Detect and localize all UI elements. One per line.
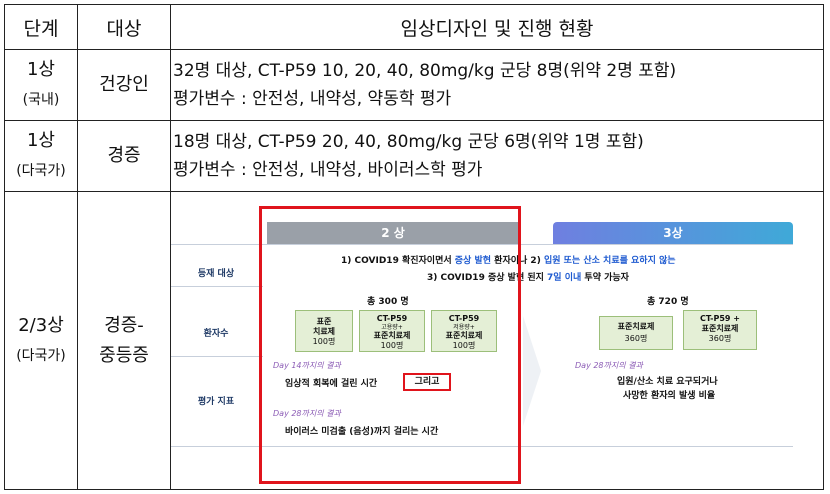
- target-label: 경증-: [104, 314, 144, 336]
- eligibility-line: 1) COVID19 확진자이면서 증상 발현 환자이나 2) 입원 또는 산소…: [341, 255, 676, 266]
- design-line: 평가변수 : 안전성, 내약성, 약동학 평가: [173, 89, 452, 109]
- and-highlight: 그리고: [403, 372, 451, 391]
- region-label: (다국가): [16, 163, 66, 179]
- day28-endpoint: 바이러스 미검출 (음성)까지 걸리는 시간: [285, 426, 439, 437]
- design-cell: 32명 대상, CT-P59 10, 20, 40, 80mg/kg 군당 8명…: [170, 49, 824, 121]
- row-label-patients: 환자수: [203, 328, 229, 339]
- phase-cell: 2/3상 (다국가): [4, 191, 78, 490]
- target-cell: 건강인: [77, 49, 171, 121]
- arm-box: 표준 치료제 100명: [295, 309, 353, 352]
- design-figure-cell: 2 상 3상 등재 대상 1) COVID19 확진자이면서 증상 발현 환자이…: [170, 191, 827, 490]
- row-label-eligibility: 등재 대상: [197, 268, 235, 279]
- clinical-trial-table: 단계 대상 임상디자인 및 진행 현황 1상 (국내) 건강인 32명 대상, …: [4, 4, 824, 490]
- chevron-right-icon: [523, 315, 541, 426]
- divider: [171, 445, 793, 447]
- design-line: 평가변수 : 안전성, 내약성, 바이러스학 평가: [173, 160, 483, 180]
- header-phase: 단계: [4, 4, 78, 50]
- arm-box: CT-P59 고용량+ 표준치료제 100명: [359, 309, 425, 352]
- table-row: 1상 (다국가) 경증 18명 대상, CT-P59 20, 40, 80mg/…: [4, 120, 824, 192]
- phase-label: 1상: [26, 59, 55, 80]
- design-line: 32명 대상, CT-P59 10, 20, 40, 80mg/kg 군당 8명…: [173, 61, 677, 81]
- target-cell: 경증- 중등증: [77, 191, 171, 490]
- phase2-header: 2 상: [267, 221, 519, 244]
- table-header-row: 단계 대상 임상디자인 및 진행 현황: [4, 4, 824, 50]
- header-target: 대상: [77, 4, 171, 50]
- target-cell: 경증: [77, 120, 171, 192]
- eligibility-line: 3) COVID19 증상 발현 된지 7일 이내 투약 가능자: [427, 272, 629, 283]
- day14-label: Day 14까지의 결과: [273, 360, 341, 370]
- target-label: 중등증: [99, 344, 149, 366]
- day28-label: Day 28까지의 결과: [575, 360, 643, 370]
- divider: [171, 355, 263, 357]
- design-cell: 18명 대상, CT-P59 20, 40, 80mg/kg 군당 6명(위약 …: [170, 120, 824, 192]
- phase-label: 2/3상: [18, 314, 64, 336]
- phase-label: 1상: [26, 130, 55, 151]
- arm-box: 표준치료제 360명: [599, 315, 673, 350]
- phase3-header: 3상: [553, 221, 793, 244]
- region-label: (국내): [22, 92, 60, 108]
- table-row: 2/3상 (다국가) 경증- 중등증 2 상 3상 등재 대상 1) COVID…: [4, 191, 827, 490]
- trial-design-figure: 2 상 3상 등재 대상 1) COVID19 확진자이면서 증상 발현 환자이…: [171, 196, 827, 486]
- phase3-total: 총 720 명: [647, 296, 689, 307]
- divider: [171, 285, 263, 287]
- divider: [171, 243, 793, 245]
- phase2-total: 총 300 명: [367, 296, 409, 307]
- day28-endpoint: 입원/산소 치료 요구되거나: [617, 376, 718, 387]
- phase-cell: 1상 (다국가): [4, 120, 78, 192]
- region-label: (다국가): [16, 347, 66, 364]
- highlight-frame: [259, 205, 521, 484]
- day28-label: Day 28까지의 결과: [273, 408, 341, 418]
- arm-box: CT-P59 저용량+ 표준치료제 100명: [431, 309, 497, 352]
- day14-endpoint: 임상적 회복에 걸린 시간: [285, 378, 378, 389]
- header-design: 임상디자인 및 진행 현황: [170, 4, 824, 50]
- row-label-endpoints: 평가 지표: [197, 396, 235, 407]
- phase-cell: 1상 (국내): [4, 49, 78, 121]
- design-line: 18명 대상, CT-P59 20, 40, 80mg/kg 군당 6명(위약 …: [173, 132, 644, 152]
- table-row: 1상 (국내) 건강인 32명 대상, CT-P59 10, 20, 40, 8…: [4, 49, 824, 121]
- arm-box: CT-P59 + 표준치료제 360명: [683, 309, 757, 350]
- day28-endpoint: 사망한 환자의 발생 비율: [623, 390, 716, 401]
